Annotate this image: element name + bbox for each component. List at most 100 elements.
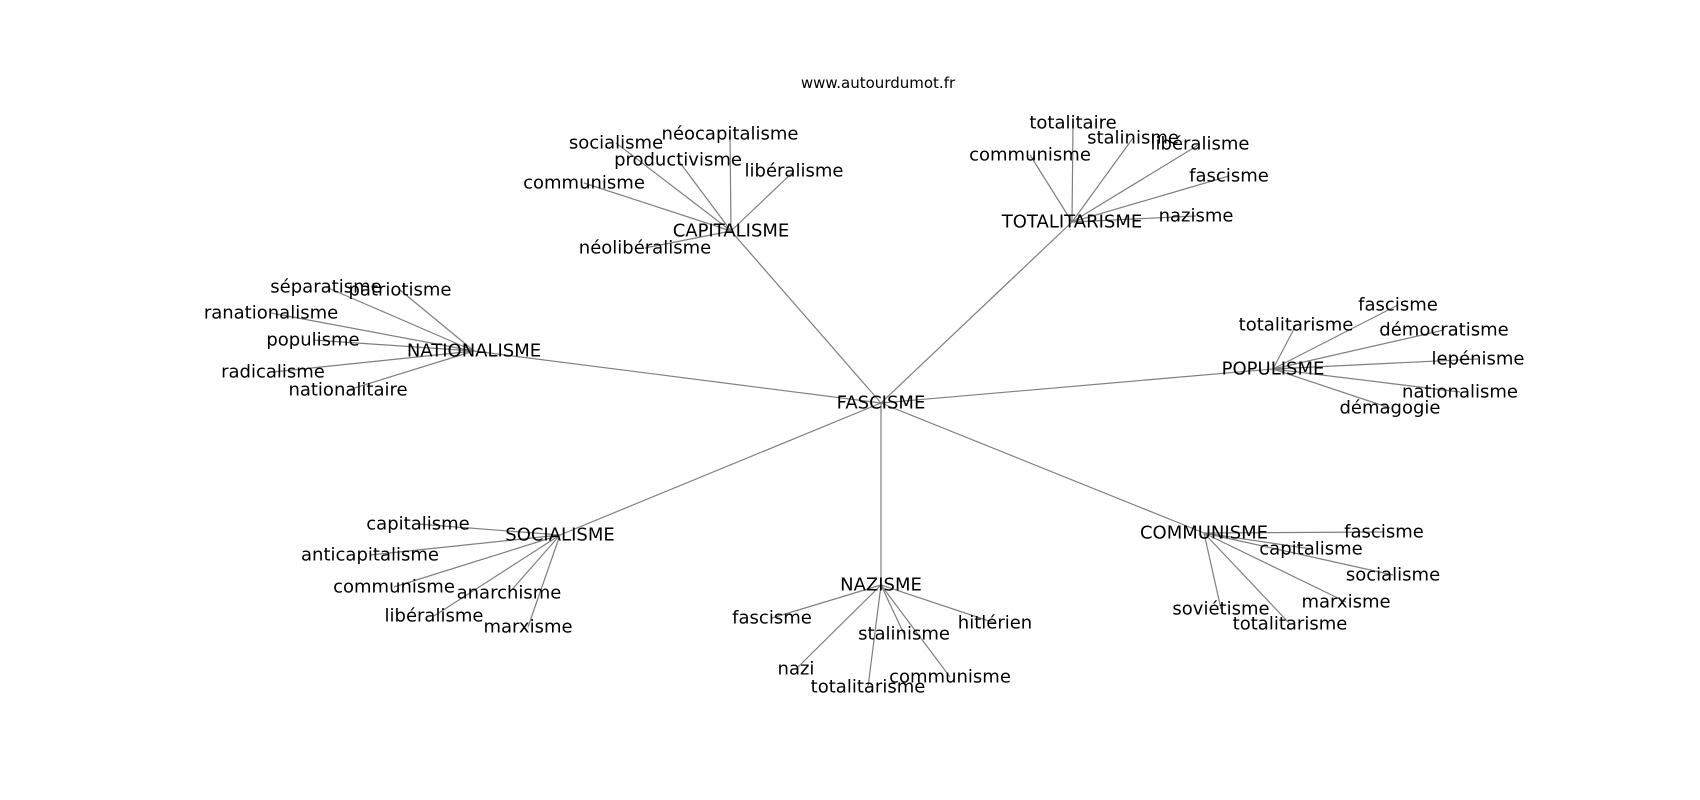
hub-leaf-edge xyxy=(1272,329,1445,370)
leaf-node-label: néolibéralisme xyxy=(579,238,711,259)
hub-leaf-edge xyxy=(1203,532,1394,576)
hub-leaf-edge xyxy=(1272,324,1297,370)
leaf-node-label: démagogie xyxy=(1339,398,1440,419)
leaf-node-label: capitalisme xyxy=(366,514,469,535)
center-hub-edge xyxy=(473,350,882,404)
hub-leaf-edge xyxy=(795,584,882,670)
center-hub-edge xyxy=(880,368,1274,404)
leaf-node-label: socialisme xyxy=(569,133,663,154)
leaf-node-label: patriotisme xyxy=(349,280,452,301)
leaf-node-label: stalinisme xyxy=(858,624,950,645)
hub-leaf-edge xyxy=(730,170,795,232)
leaf-node-label: libéralisme xyxy=(1151,134,1250,155)
center-hub-edge xyxy=(880,221,1073,404)
hub-node-label: TOTALITARISME xyxy=(1001,212,1142,233)
leaf-node-label: séparatisme xyxy=(270,277,381,298)
hub-leaf-edge xyxy=(1272,368,1461,393)
hub-node-label: CAPITALISME xyxy=(673,221,790,242)
leaf-node-label: radicalisme xyxy=(221,362,325,383)
leaf-node-label: ranationalisme xyxy=(204,303,338,324)
hub-leaf-edge xyxy=(433,534,561,617)
hub-leaf-edge xyxy=(272,350,475,373)
hub-leaf-edge xyxy=(369,534,561,556)
leaf-node-label: communisme xyxy=(969,145,1091,166)
hub-leaf-edge xyxy=(347,350,475,391)
hub-node-label: NATIONALISME xyxy=(407,341,541,362)
hub-leaf-edge xyxy=(1071,175,1230,223)
leaf-node-label: capitalisme xyxy=(1259,539,1362,560)
leaf-node-label: anarchisme xyxy=(457,583,562,604)
hub-leaf-edge xyxy=(325,286,475,352)
hub-leaf-edge xyxy=(880,584,905,635)
hub-leaf-edge xyxy=(1203,531,1385,534)
leaf-node-label: fascisme xyxy=(1189,166,1269,187)
leaf-node-label: anticapitalisme xyxy=(301,545,439,566)
hub-leaf-edge xyxy=(880,584,951,678)
leaf-node-label: marxisme xyxy=(483,617,572,638)
hub-leaf-edge xyxy=(771,584,882,619)
hub-leaf-edge xyxy=(615,142,732,232)
leaf-node-label: nationalitaire xyxy=(288,380,407,401)
center-hub-edge xyxy=(559,402,882,536)
leaf-node-label: totalitarisme xyxy=(811,677,926,698)
hub-node-label: COMMUNISME xyxy=(1140,523,1268,544)
center-hub-edge xyxy=(880,402,1205,534)
leaf-node-label: nazi xyxy=(778,659,815,680)
leaf-node-label: totalitaire xyxy=(1029,113,1116,134)
hub-node-label: NAZISME xyxy=(840,575,922,596)
center-hub-edge xyxy=(730,230,882,404)
hub-node-label: SOCIALISME xyxy=(505,525,614,546)
hub-leaf-edge xyxy=(1029,154,1073,223)
leaf-node-label: socialisme xyxy=(1346,565,1440,586)
hub-leaf-edge xyxy=(1272,368,1391,409)
hub-leaf-edge xyxy=(1071,122,1074,223)
hub-leaf-edge xyxy=(399,289,475,352)
hub-leaf-edge xyxy=(1203,532,1291,625)
leaf-node-label: nationalisme xyxy=(1402,382,1518,403)
leaf-node-label: libéralisme xyxy=(745,161,844,182)
hub-leaf-edge xyxy=(583,182,732,232)
center-node-label: FASCISME xyxy=(837,393,926,414)
hub-leaf-edge xyxy=(1203,532,1347,603)
leaf-node-label: totalitarisme xyxy=(1233,614,1348,635)
hub-node-label: POPULISME xyxy=(1222,359,1325,380)
hub-leaf-edge xyxy=(270,312,475,352)
leaf-node-label: fascisme xyxy=(1358,295,1438,316)
leaf-node-label: néocapitalisme xyxy=(662,124,799,145)
leaf-node-label: totalitarisme xyxy=(1239,315,1354,336)
leaf-node-label: productivisme xyxy=(614,150,742,171)
leaf-node-label: lepénisme xyxy=(1432,349,1525,370)
leaf-node-label: communisme xyxy=(333,577,455,598)
source-label: www.autourdumot.fr xyxy=(801,74,956,92)
leaf-node-label: soviétisme xyxy=(1172,599,1269,620)
node-layer: FASCISMECAPITALISMEsocialismenéocapitali… xyxy=(204,113,1525,698)
hub-leaf-edge xyxy=(729,133,732,232)
leaf-node-label: marxisme xyxy=(1301,592,1390,613)
hub-leaf-edge xyxy=(1071,215,1197,223)
leaf-node-label: stalinisme xyxy=(1087,128,1179,149)
leaf-node-label: nazisme xyxy=(1159,206,1234,227)
hub-leaf-edge xyxy=(393,534,561,588)
hub-leaf-edge xyxy=(867,584,882,688)
hub-leaf-edge xyxy=(644,230,732,249)
leaf-node-label: démocratisme xyxy=(1379,320,1508,341)
leaf-node-label: hitlérien xyxy=(958,613,1032,634)
hub-leaf-edge xyxy=(312,339,475,352)
leaf-node-label: fascisme xyxy=(1344,522,1424,543)
hub-leaf-edge xyxy=(880,584,996,624)
hub-leaf-edge xyxy=(417,523,561,536)
leaf-node-label: populisme xyxy=(266,330,359,351)
hub-leaf-edge xyxy=(508,534,561,594)
leaf-node-label: fascisme xyxy=(732,608,812,629)
hub-leaf-edge xyxy=(1071,143,1201,223)
hub-leaf-edge xyxy=(1203,532,1222,610)
edge-layer xyxy=(270,122,1479,688)
hub-leaf-edge xyxy=(677,159,732,232)
leaf-node-label: communisme xyxy=(523,173,645,194)
leaf-node-label: communisme xyxy=(889,667,1011,688)
hub-leaf-edge xyxy=(1272,304,1399,370)
hub-leaf-edge xyxy=(1203,532,1312,550)
hub-leaf-edge xyxy=(527,534,561,628)
hub-leaf-edge xyxy=(1071,137,1134,223)
